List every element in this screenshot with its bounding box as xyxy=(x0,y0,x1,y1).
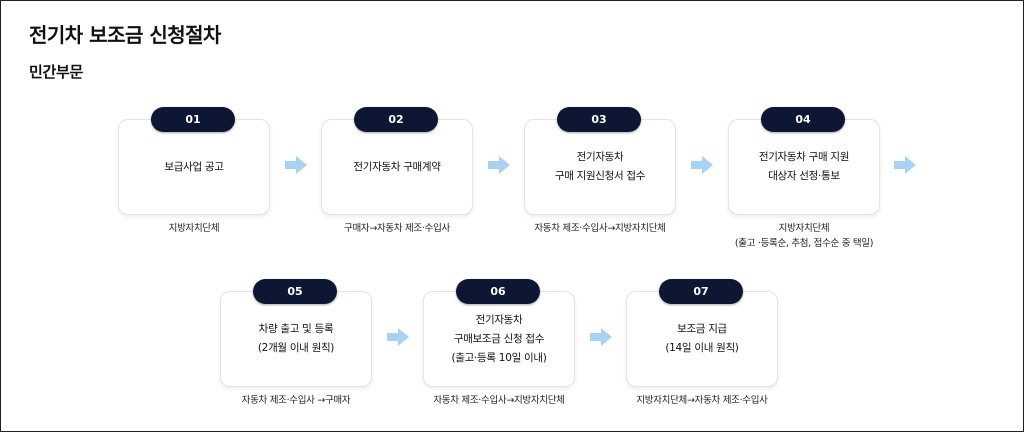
step-caption-line: 자동차 제조·수입사→지방자치단체 xyxy=(534,223,666,234)
step-text: 보조금 지급 xyxy=(677,323,727,335)
step-text: 전기자동차 구매계약 xyxy=(353,160,441,173)
step-text: 차량 출고 및 등록 xyxy=(258,323,334,335)
step-caption: 구매자→자동차 제조·수입사 xyxy=(281,221,513,236)
step-number-badge: 05 xyxy=(253,279,337,304)
step-number-badge: 01 xyxy=(151,107,235,132)
step-card: 보조금 지급 (14일 이내 원칙) xyxy=(626,291,778,387)
step-text: 전기자동차 구매 지원 xyxy=(758,151,850,163)
step-caption-line: 구매자→자동차 제조·수입사 xyxy=(344,223,450,234)
step-caption-line: (출고 ·등록순, 추첨, 접수순 중 택일) xyxy=(734,238,874,249)
step-caption: 지방자치단체→자동차 제조·수입사 xyxy=(586,393,818,408)
step-text: (2개월 이내 원칙) xyxy=(257,342,335,354)
step-caption-line: 지방자치단체→자동차 제조·수입사 xyxy=(636,395,768,406)
step-card: 전기자동차 구매계약 xyxy=(321,119,473,215)
step-card: 차량 출고 및 등록 (2개월 이내 원칙) xyxy=(220,291,372,387)
right-arrow-icon xyxy=(387,328,409,346)
step-text: 대상자 선정·통보 xyxy=(768,170,840,182)
step-caption: 자동차 제조·수입사→지방자치단체 xyxy=(484,221,716,236)
step-caption-line: 지방자치단체 xyxy=(168,223,220,234)
right-arrow-icon xyxy=(590,328,612,346)
step-text: 구매 지원신청서 접수 xyxy=(554,170,646,182)
step-caption: 자동차 제조·수입사→지방자치단체 xyxy=(383,393,615,408)
step-caption: 지방자치단체 (출고 ·등록순, 추첨, 접수순 중 택일) xyxy=(688,221,920,251)
step-card: 보급사업 공고 xyxy=(118,119,270,215)
step-number-badge: 03 xyxy=(557,107,641,132)
step-caption: 지방자치단체 xyxy=(78,221,310,236)
right-arrow-icon xyxy=(285,156,307,174)
section-title: 민간부문 xyxy=(29,63,84,81)
step-number-badge: 04 xyxy=(761,107,845,132)
right-arrow-icon xyxy=(488,156,510,174)
right-arrow-icon xyxy=(691,156,713,174)
step-card: 전기자동차 구매보조금 신청 접수 (출고·등록 10일 이내) xyxy=(423,291,575,387)
step-number-badge: 06 xyxy=(456,279,540,304)
step-text: 전기자동차 xyxy=(576,151,624,163)
step-number-badge: 02 xyxy=(354,107,438,132)
step-caption-line: 자동차 제조·수입사 →구매자 xyxy=(241,395,351,406)
step-caption: 자동차 제조·수입사 →구매자 xyxy=(180,393,412,408)
step-text: 전기자동차 xyxy=(475,313,523,326)
right-arrow-icon xyxy=(894,156,916,174)
step-text: 보급사업 공고 xyxy=(164,160,224,173)
step-caption-line: 자동차 제조·수입사→지방자치단체 xyxy=(433,395,565,406)
step-number-badge: 07 xyxy=(659,279,743,304)
step-text: (출고·등록 10일 이내) xyxy=(451,351,547,364)
step-text: 구매보조금 신청 접수 xyxy=(453,332,545,345)
step-card: 전기자동차 구매 지원 대상자 선정·통보 xyxy=(728,119,880,215)
page-title: 전기차 보조금 신청절차 xyxy=(29,23,221,47)
step-text: (14일 이내 원칙) xyxy=(665,342,739,354)
step-card: 전기자동차 구매 지원신청서 접수 xyxy=(524,119,676,215)
step-caption-line: 지방자치단체 xyxy=(778,223,830,234)
